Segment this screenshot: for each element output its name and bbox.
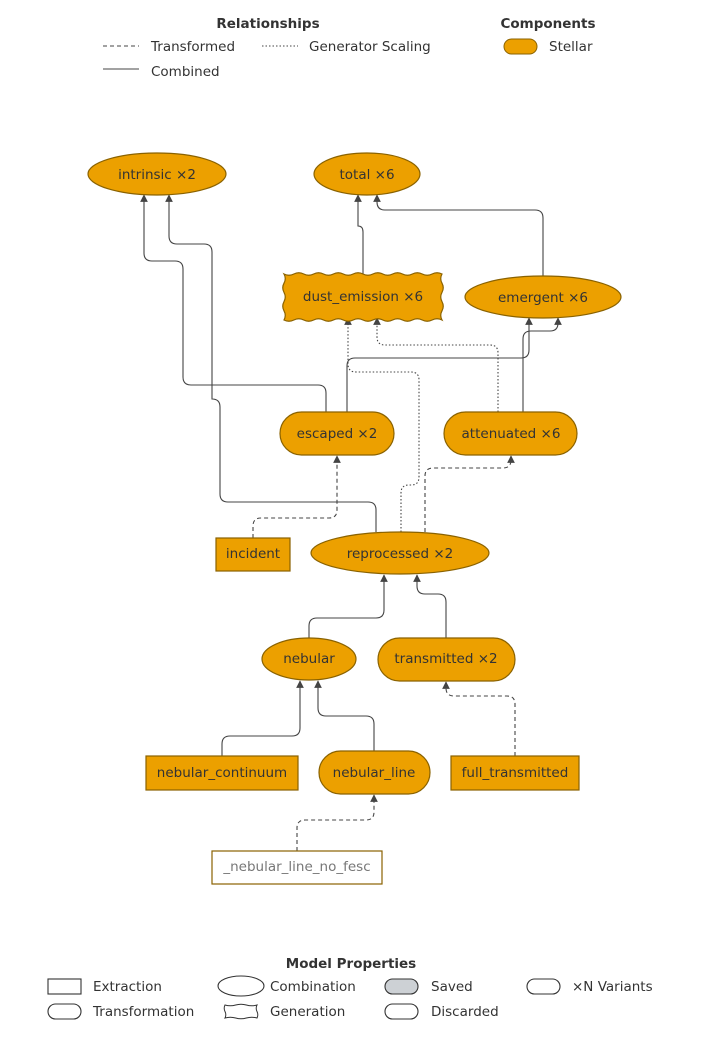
legend-model-properties: Model Properties Extraction Combination … [47,956,653,1020]
stellar-swatch-icon [503,38,538,55]
discarded-shape-icon [384,1003,419,1020]
legend-transformed-label: Transformed [150,39,235,55]
node-dust-emission[interactable]: dust_emission ×6 [282,272,444,322]
legend-combined-label: Combined [151,64,220,80]
node-nebular-line-no-fesc[interactable]: _nebular_line_no_fesc [211,850,383,885]
legend-saved-label: Saved [431,979,473,995]
node-nebular-label: nebular [283,651,335,667]
node-reprocessed-label: reprocessed ×2 [347,546,454,562]
legend-generator-scaling-label: Generator Scaling [309,39,431,55]
node-nebular-line[interactable]: nebular_line [318,750,431,795]
edge-attenuated-emergent [522,317,562,412]
edge-nebular-reprocessed [308,574,388,638]
node-full-transmitted-label: full_transmitted [462,765,569,781]
node-dust-emission-label: dust_emission ×6 [303,289,423,305]
edge-nebular-continuum-nebular [221,680,304,756]
node-total-label: total ×6 [339,167,394,183]
edge-transmitted-reprocessed [413,574,447,638]
node-emergent-label: emergent ×6 [498,290,588,306]
legend-discarded-label: Discarded [431,1004,499,1020]
node-full-transmitted[interactable]: full_transmitted [450,755,580,791]
node-incident[interactable]: incident [215,537,291,572]
legend-relationships-title: Relationships [216,16,319,32]
edge-dust-emission-total [354,194,364,274]
legend-combination-label: Combination [270,979,356,995]
node-incident-label: incident [226,546,280,562]
node-transmitted[interactable]: transmitted ×2 [377,637,516,682]
node-intrinsic[interactable]: intrinsic ×2 [87,152,227,196]
node-intrinsic-label: intrinsic ×2 [118,167,196,183]
node-nebular-continuum-label: nebular_continuum [157,765,287,781]
edge-incident-escaped [252,455,341,538]
legend-model-properties-title: Model Properties [286,956,416,972]
wavy-generation-shape [282,272,444,322]
edge-full-transmitted-transmitted [442,681,516,756]
edge-reprocessed-intrinsic [165,194,377,532]
legend-components-title: Components [500,16,595,32]
node-nebular-continuum[interactable]: nebular_continuum [145,755,299,791]
edge-nebular-line-nebular [314,680,375,751]
node-nebular-line-no-fesc-label: _nebular_line_no_fesc [222,859,370,875]
node-total[interactable]: total ×6 [313,152,421,196]
transformation-shape-icon [47,1003,82,1020]
legend-components: Components Stellar [500,16,595,55]
legend-relationships: Relationships Transformed Generator Scal… [103,16,431,80]
node-escaped[interactable]: escaped ×2 [279,411,395,456]
edge-emergent-total [373,194,544,276]
node-attenuated[interactable]: attenuated ×6 [443,411,578,456]
extraction-shape-icon [47,978,82,995]
node-attenuated-label: attenuated ×6 [462,426,561,442]
edge-attenuated-dust-emission [373,317,499,412]
legend-generation-label: Generation [270,1004,345,1020]
combination-shape-icon [217,975,265,997]
variants-shape-icon [526,978,561,995]
node-transmitted-label: transmitted ×2 [394,651,497,667]
node-nebular[interactable]: nebular [261,637,357,681]
node-escaped-label: escaped ×2 [297,426,378,442]
legend-extraction-label: Extraction [93,979,162,995]
legend-stellar-label: Stellar [549,39,593,55]
edge-no-fesc-nebular-line [296,794,378,851]
node-emergent[interactable]: emergent ×6 [464,275,622,319]
edge-escaped-emergent [346,317,533,412]
edge-reprocessed-attenuated [424,455,515,532]
saved-shape-icon [384,978,419,995]
node-nebular-line-label: nebular_line [333,765,416,781]
edge-reprocessed-dust-emission [344,317,420,532]
edge-escaped-intrinsic [140,194,327,412]
edges [140,194,562,851]
node-reprocessed[interactable]: reprocessed ×2 [310,531,490,575]
legend-transformation-label: Transformation [92,1004,194,1020]
legend-variants-label: ×N Variants [572,979,653,995]
generation-shape-icon [223,1003,259,1020]
